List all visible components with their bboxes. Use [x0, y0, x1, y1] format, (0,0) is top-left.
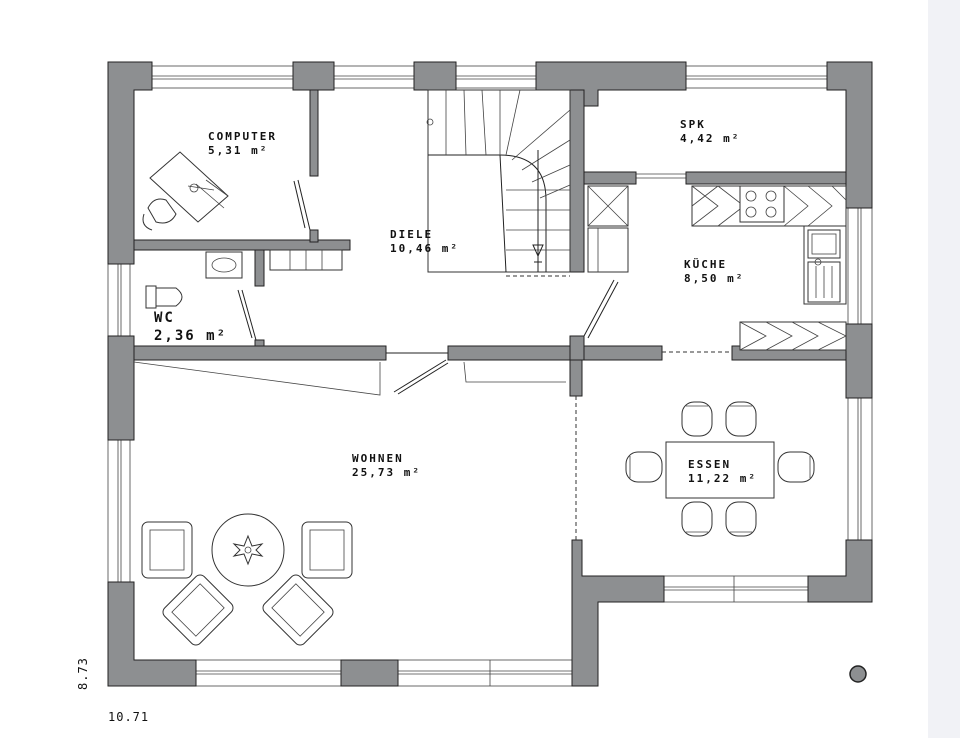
plant-icon [232, 534, 264, 566]
floor-plan: COMPUTER 5,31 m² DIELE 10,46 m² SPK 4,42… [76, 61, 873, 724]
room-area-wc: 2,36 m² [154, 328, 227, 344]
dining-chairs [625, 401, 815, 537]
sink-icon [205, 251, 243, 279]
side-strip [928, 0, 960, 738]
room-area-spk: 4,42 m² [680, 132, 740, 145]
kitchen-sink-icon [807, 229, 841, 303]
dining-table [665, 441, 775, 499]
desk [149, 151, 229, 223]
room-area-diele: 10,46 m² [390, 242, 459, 255]
room-area-kueche: 8,50 m² [684, 272, 744, 285]
staircase [426, 89, 571, 273]
room-name-spk: SPK [680, 118, 706, 131]
room-name-wc: WC [154, 310, 175, 326]
room-area-essen: 11,22 m² [688, 472, 757, 485]
height-dimension: 8.73 [76, 657, 90, 690]
room-name-diele: DIELE [390, 228, 433, 241]
room-name-wohnen: WOHNEN [352, 452, 404, 465]
width-dimension: 10.71 [108, 710, 149, 724]
walls [107, 61, 873, 687]
room-area-computer: 5,31 m² [208, 144, 268, 157]
toilet-icon [145, 285, 183, 309]
storage-shelf [269, 249, 343, 271]
room-name-computer: COMPUTER [208, 130, 277, 143]
stove-icon [739, 185, 785, 223]
north-marker-icon [849, 665, 867, 683]
room-area-wohnen: 25,73 m² [352, 466, 421, 479]
chair-icon [142, 198, 177, 231]
room-name-kueche: KÜCHE [684, 257, 727, 271]
armchairs [141, 521, 353, 646]
room-name-essen: ESSEN [688, 458, 731, 471]
doors [133, 179, 732, 540]
